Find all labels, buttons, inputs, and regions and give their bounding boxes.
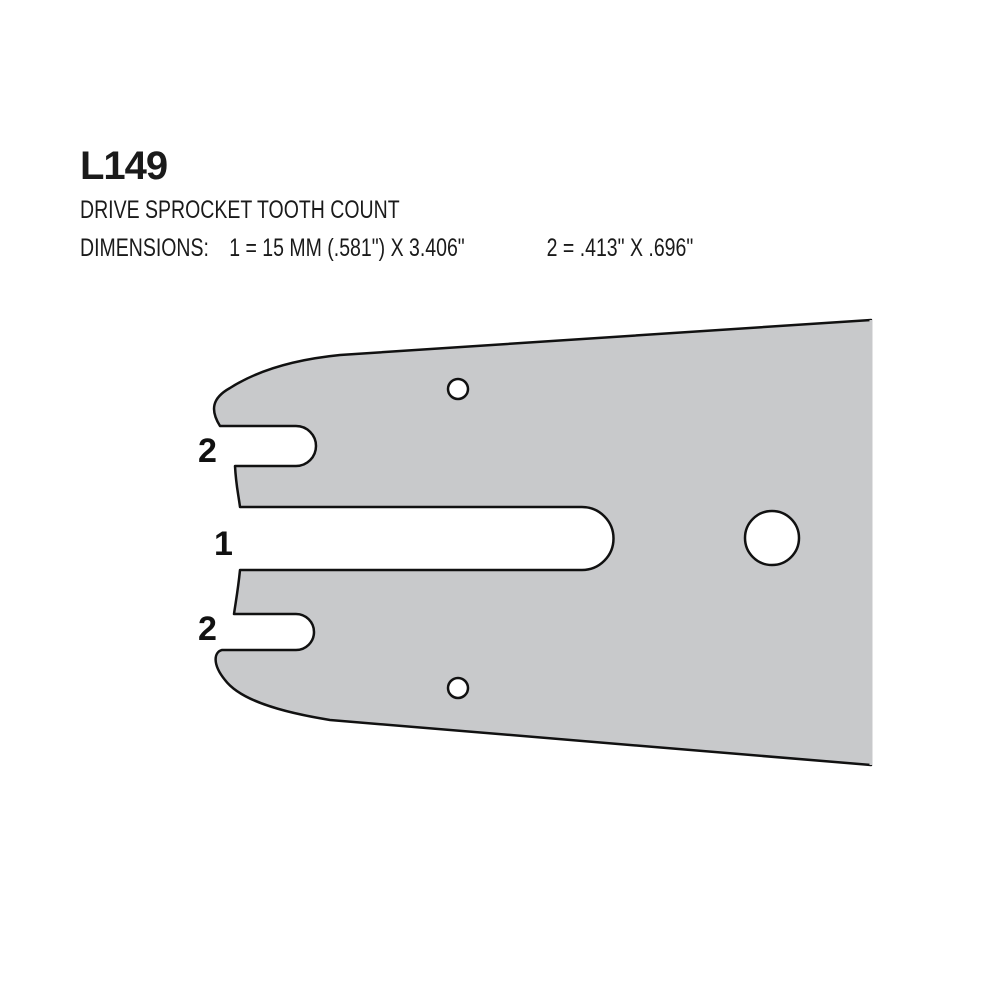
oil-hole-top bbox=[446, 377, 470, 401]
dimensions-label: DIMENSIONS: bbox=[80, 234, 209, 262]
slot-label-center: 1 bbox=[214, 525, 233, 563]
slot-label-upper: 2 bbox=[198, 432, 217, 470]
subtitle: DRIVE SPROCKET TOOTH COUNT bbox=[80, 196, 400, 224]
oil-hole-bottom bbox=[446, 676, 470, 700]
guide-bar-shape bbox=[212, 318, 873, 767]
dimensions-line: DIMENSIONS: 1 = 15 MM (.581") X 3.406" 2 =… bbox=[80, 236, 693, 261]
mounting-hole bbox=[743, 509, 801, 567]
dimension-1: 1 = 15 MM (.581") X 3.406" bbox=[229, 234, 465, 262]
slot-label-lower: 2 bbox=[198, 610, 217, 648]
model-title: L149 bbox=[80, 144, 168, 188]
dimension-2: 2 = .413" X .696" bbox=[546, 234, 694, 262]
